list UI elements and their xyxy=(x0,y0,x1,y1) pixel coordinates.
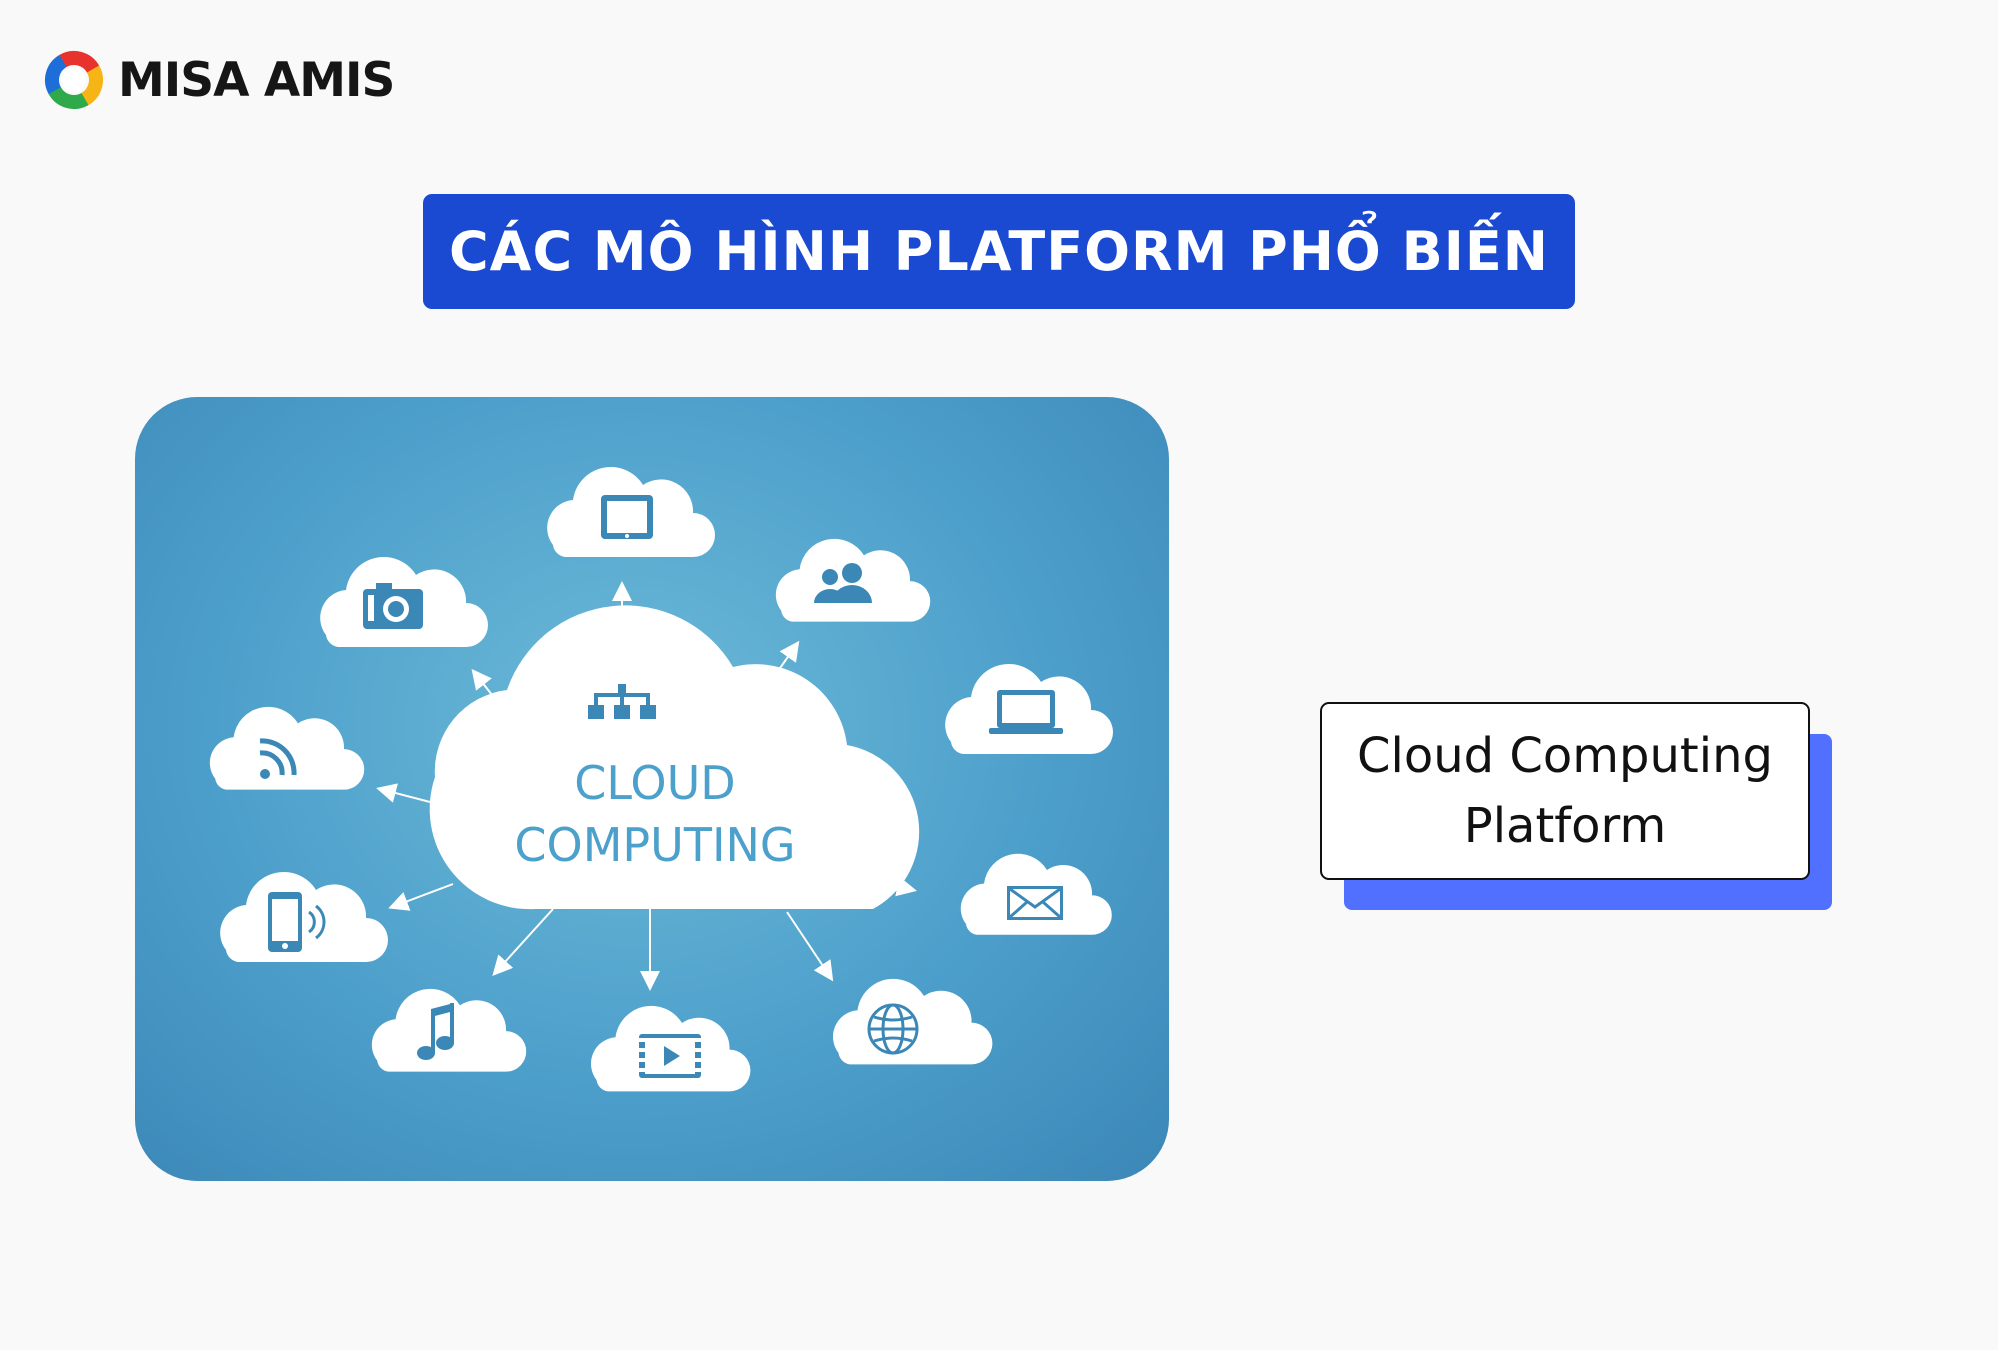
cloud-mail xyxy=(960,853,1112,935)
misa-logo-icon xyxy=(45,51,103,109)
arrow-to-globe xyxy=(786,911,834,982)
rss-icon xyxy=(259,738,297,779)
network-hierarchy-icon xyxy=(588,684,656,719)
title-banner: CÁC MÔ HÌNH PLATFORM PHỔ BIẾN xyxy=(423,194,1575,309)
smartphone-icon xyxy=(268,892,326,952)
globe-icon xyxy=(867,1003,919,1055)
cloud-tablet xyxy=(547,466,715,557)
brand-name: MISA AMIS xyxy=(118,52,395,108)
cloud-laptop xyxy=(945,663,1113,754)
brand-logo: MISA AMIS xyxy=(42,46,395,114)
music-icon xyxy=(417,1003,454,1060)
arrow-to-smartphone xyxy=(388,883,454,911)
camera-icon xyxy=(363,583,423,629)
page-title: CÁC MÔ HÌNH PLATFORM PHỔ BIẾN xyxy=(449,220,1549,283)
mail-icon xyxy=(1007,886,1063,920)
cloud-music xyxy=(371,988,527,1072)
center-label-computing: COMPUTING xyxy=(514,818,795,872)
cloud-video xyxy=(590,1005,751,1092)
cloud-camera xyxy=(320,556,488,647)
arrow-to-music xyxy=(492,908,554,976)
cloud-rss xyxy=(209,706,365,790)
cloud-users xyxy=(775,538,931,622)
central-cloud: CLOUD COMPUTING xyxy=(429,605,920,910)
cloud-computing-illustration: CLOUD COMPUTING xyxy=(135,397,1169,1181)
cloud-globe xyxy=(832,978,993,1065)
tablet-icon xyxy=(601,495,653,539)
label-line1: Cloud Computing xyxy=(1357,728,1773,784)
video-icon xyxy=(639,1034,701,1078)
cloud-diagram: CLOUD COMPUTING xyxy=(209,466,1113,1092)
label-line2: Platform xyxy=(1463,798,1667,854)
arrow-to-rss xyxy=(376,783,431,803)
label-card-group: Cloud Computing Platform xyxy=(1320,702,1832,910)
users-icon xyxy=(814,563,872,603)
center-label-cloud: CLOUD xyxy=(574,756,735,810)
laptop-icon xyxy=(989,690,1063,734)
cloud-smartphone xyxy=(220,871,388,962)
platform-label-card: Cloud Computing Platform xyxy=(1320,702,1810,880)
